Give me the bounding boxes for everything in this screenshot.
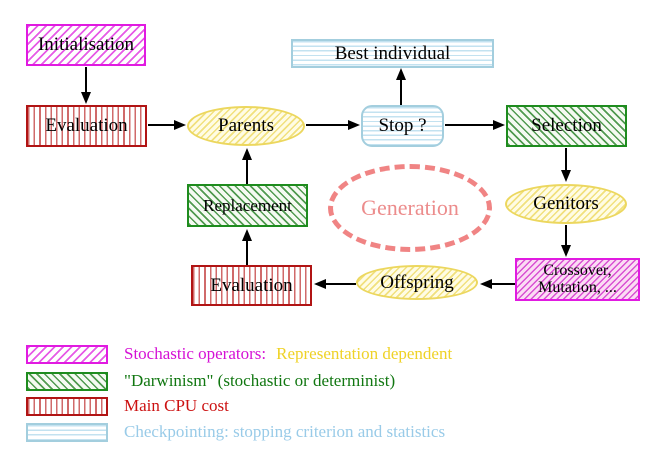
node-initialisation: Initialisation — [26, 24, 146, 66]
node-evaluation-top-label: Evaluation — [45, 115, 128, 137]
node-best-individual-label: Best individual — [334, 42, 451, 64]
legend-text-cpu-cost: Main CPU cost — [124, 396, 229, 415]
node-evaluation-bottom: Evaluation — [191, 265, 312, 306]
node-replacement: Replacement — [187, 184, 308, 227]
node-evaluation-top: Evaluation — [26, 105, 147, 147]
node-crossover-line2: Mutation, ... — [538, 278, 617, 296]
legend-swatch-cpu-cost — [26, 396, 108, 416]
legend-text-darwinism: "Darwinism" (stochastic or determinist) — [124, 371, 396, 390]
node-evaluation-bottom-label: Evaluation — [210, 274, 293, 296]
legend-row-darwinism: "Darwinism" (stochastic or determinist) — [26, 371, 395, 391]
node-stop: Stop ? — [361, 105, 444, 147]
legend-row-checkpointing: Checkpointing: stopping criterion and st… — [26, 422, 445, 442]
node-generation: Generation — [328, 164, 492, 252]
legend-text-stochastic: Stochastic operators: — [124, 344, 267, 363]
legend-text-representation: Representation dependent — [276, 344, 453, 363]
legend-row-stochastic: Stochastic operators: Representation dep… — [26, 344, 452, 364]
legend-text-checkpointing: Checkpointing: stopping criterion and st… — [124, 422, 446, 441]
node-crossover-mutation: Crossover, Mutation, ... — [515, 258, 640, 301]
legend-swatch-checkpointing — [26, 422, 108, 442]
node-genitors: Genitors — [505, 184, 627, 224]
node-generation-label: Generation — [361, 195, 459, 221]
legend-swatch-darwinism — [26, 371, 108, 391]
node-replacement-label: Replacement — [203, 195, 292, 215]
node-crossover-line1: Crossover, — [543, 261, 612, 279]
node-selection-label: Selection — [531, 115, 602, 137]
node-stop-label: Stop ? — [378, 115, 427, 137]
node-best-individual: Best individual — [291, 39, 494, 68]
node-selection: Selection — [506, 105, 627, 147]
legend-row-cpu-cost: Main CPU cost — [26, 396, 229, 416]
legend-swatch-stochastic — [26, 344, 108, 364]
node-initialisation-label: Initialisation — [37, 34, 135, 56]
node-parents-label: Parents — [218, 115, 274, 137]
node-offspring-label: Offspring — [380, 271, 454, 293]
node-genitors-label: Genitors — [533, 193, 599, 215]
node-parents: Parents — [187, 106, 305, 146]
node-offspring: Offspring — [356, 265, 478, 300]
